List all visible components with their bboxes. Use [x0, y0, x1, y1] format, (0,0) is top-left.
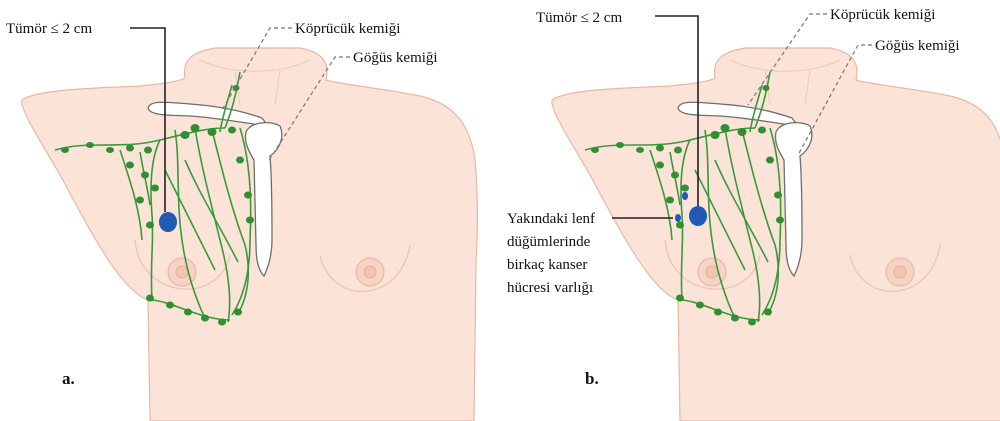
- nodes-label-b-line4: hücresi varlığı: [507, 280, 593, 296]
- tumor-a: [159, 212, 177, 232]
- torso-illustration-b: [552, 48, 1000, 421]
- sternum-label-a: Göğüs kemiği: [353, 50, 438, 66]
- clavicle-label-a: Köprücük kemiği: [295, 21, 400, 37]
- panel-b: [552, 14, 1000, 421]
- tumor-b: [689, 206, 707, 226]
- tumor-label-a: Tümör ≤ 2 cm: [6, 21, 92, 37]
- torso-illustration-a: [22, 48, 478, 421]
- panel-a: Tümör ≤ 2 cm Köprücük kemiği Göğüs kemiğ…: [6, 21, 477, 421]
- nodes-label-b-line2: düğümlerinde: [507, 234, 591, 250]
- sternum-label-b: Göğüs kemiği: [875, 38, 960, 54]
- panel-label-b: b.: [585, 369, 599, 388]
- affected-node-b-1: [682, 192, 688, 200]
- tumor-label-b: Tümör ≤ 2 cm: [536, 10, 622, 26]
- clavicle-label-b: Köprücük kemiği: [830, 7, 935, 23]
- nodes-label-b-line3: birkaç kanser: [507, 257, 587, 273]
- panel-label-a: a.: [62, 369, 75, 388]
- affected-node-b-2: [675, 214, 681, 222]
- nodes-label-b-line1: Yakındaki lenf: [507, 211, 595, 227]
